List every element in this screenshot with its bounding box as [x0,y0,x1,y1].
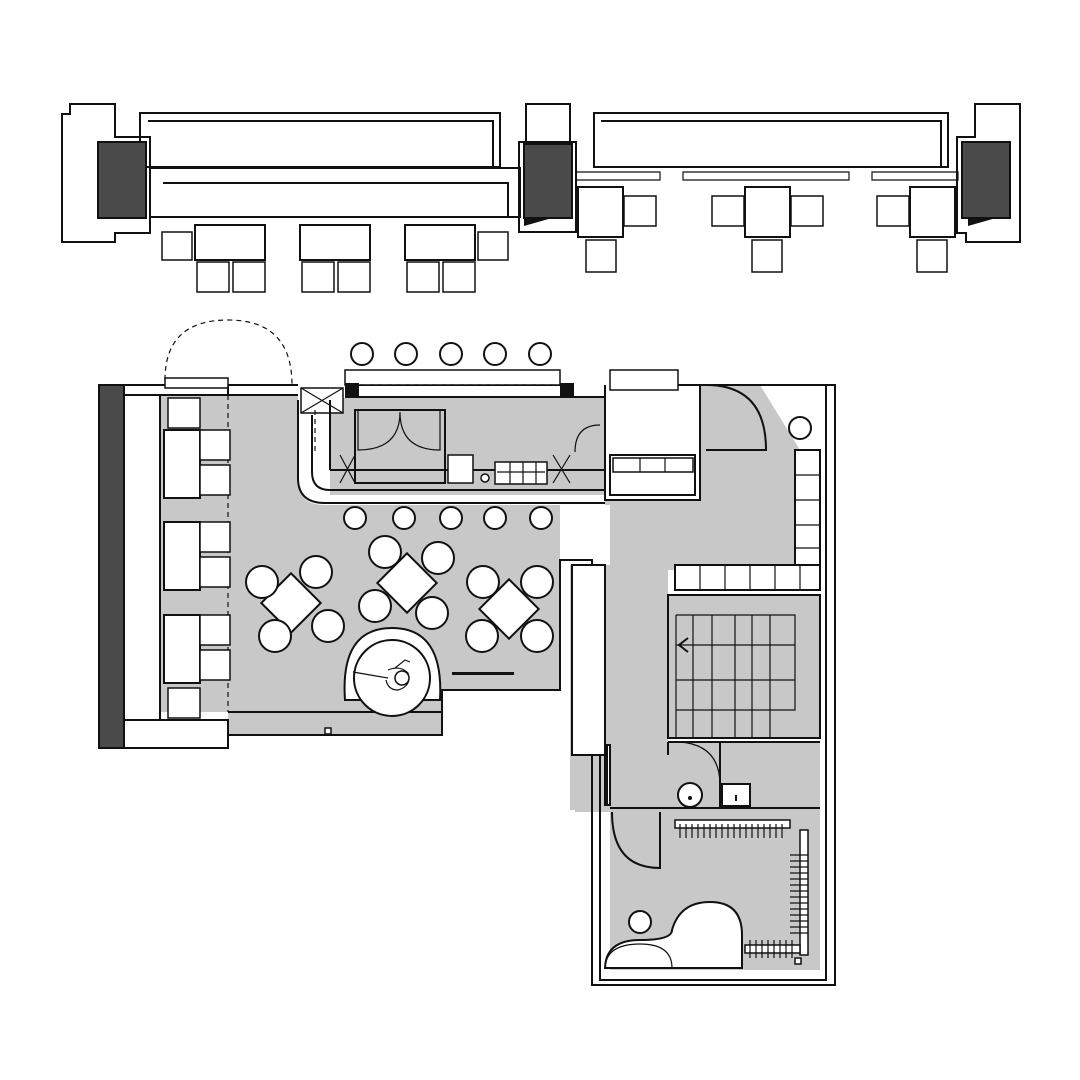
column-module-left [61,103,151,243]
office-storage [603,811,809,969]
facade-solid-wall [98,384,125,749]
terrace-planter-left [139,112,501,168]
coat-rail-bottom [744,940,801,958]
exterior-terrace [61,103,1021,293]
table-set-3 [465,565,554,653]
bar-window [344,369,561,386]
terrace-planter-right [593,112,949,168]
entrance-door-swing [164,319,293,386]
interior-floor [160,385,820,970]
column-module-right [956,103,1021,243]
bar-stools-back [350,342,552,366]
dining-tables [245,535,554,717]
booth-seating [163,397,231,719]
terrace-bench-left [149,167,521,218]
terrace-ledge-right [575,171,959,181]
wc-floor [668,742,820,812]
office-floor [610,812,820,970]
entrance-threshold [164,377,229,389]
floor-socket [324,727,332,735]
walls [98,319,836,986]
table-set-1 [245,555,345,653]
bar-counter-outline [297,400,605,504]
staircase [667,449,821,739]
exterior-table-group-left [161,224,509,293]
seated-figure [352,659,411,691]
kitchen-window [609,369,679,391]
column-module-center [518,103,577,233]
coat-rail-right [790,829,809,956]
wc-area [610,741,820,809]
round-lounge [343,626,442,717]
curved-desk [603,900,743,969]
kitchen-annex [604,384,812,501]
exterior-table-group-right [577,186,956,273]
bar-stools-front [343,506,553,530]
table-set-2 [358,535,455,630]
coat-rail-top [674,819,791,838]
